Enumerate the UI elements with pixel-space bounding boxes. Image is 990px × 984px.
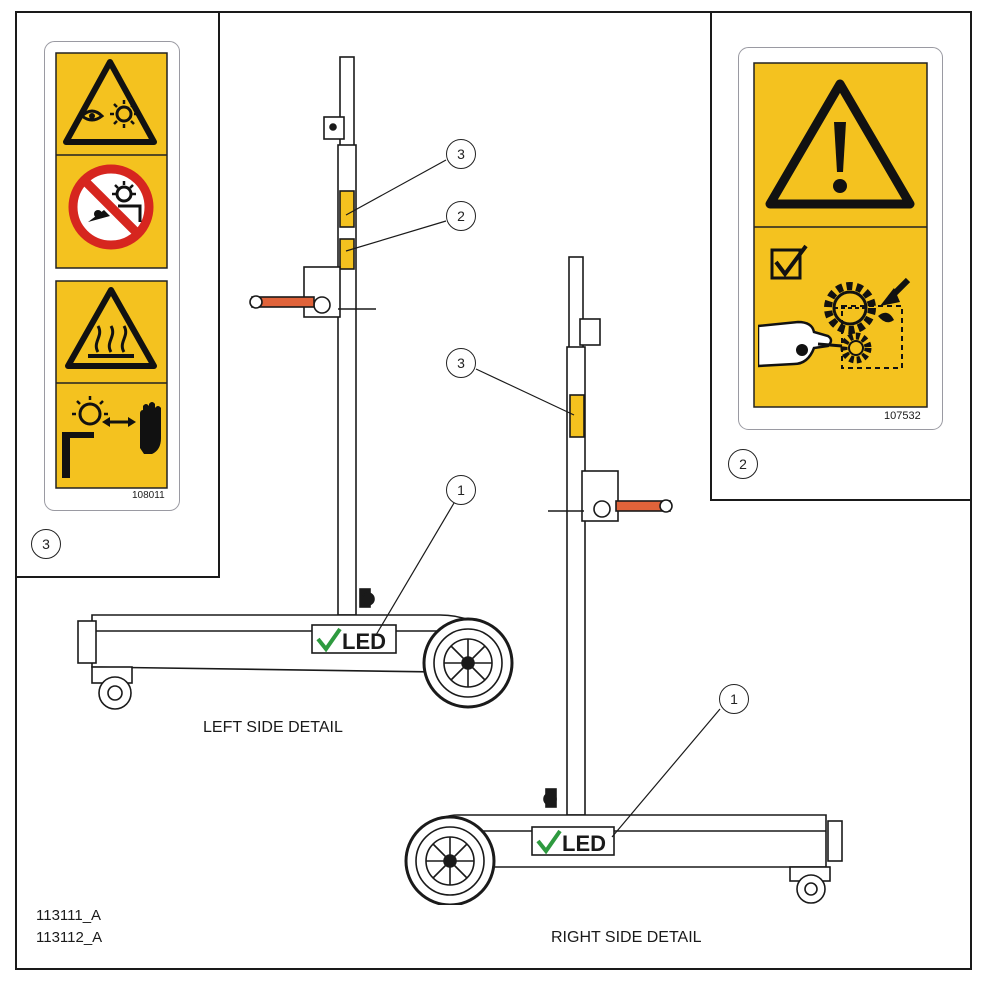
eye-sun-warning-icon bbox=[63, 59, 157, 145]
left-cart-logo-text: LED bbox=[342, 629, 386, 654]
hot-surface-warning-icon bbox=[65, 287, 157, 369]
crush-gear-hazard-icon bbox=[758, 244, 911, 369]
no-looking-at-light-icon bbox=[68, 164, 154, 250]
decal-108011 bbox=[44, 41, 180, 511]
right-side-cart-drawing: LED bbox=[404, 256, 843, 905]
right-side-detail-caption: RIGHT SIDE DETAIL bbox=[551, 929, 702, 946]
hot-lamp-keep-hand-away-icon bbox=[62, 396, 161, 478]
callout-2-inset: 2 bbox=[728, 449, 758, 479]
decal-108011-part-number: 108011 bbox=[132, 490, 165, 501]
callout-2-left: 2 bbox=[446, 201, 476, 231]
callout-1-left: 1 bbox=[446, 475, 476, 505]
drawing-id-2: 113112_A bbox=[36, 929, 103, 946]
callout-3-right: 3 bbox=[446, 348, 476, 378]
callout-3-inset: 3 bbox=[31, 529, 61, 559]
callout-1-right: 1 bbox=[719, 684, 749, 714]
callout-3-left: 3 bbox=[446, 139, 476, 169]
left-side-detail-caption: LEFT SIDE DETAIL bbox=[203, 719, 343, 736]
drawing-id-1: 113111_A bbox=[36, 907, 102, 924]
general-warning-icon bbox=[765, 79, 915, 209]
left-side-cart-drawing: LED bbox=[77, 56, 514, 710]
decal-107532-part-number: 107532 bbox=[884, 410, 921, 422]
right-cart-logo-text: LED bbox=[562, 831, 606, 856]
